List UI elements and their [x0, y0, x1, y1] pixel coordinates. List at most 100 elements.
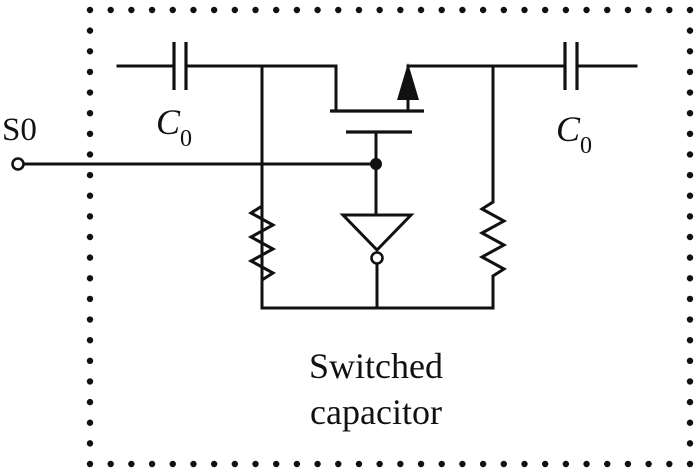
capacitor-right-symbol: C	[556, 109, 581, 149]
border-dot	[438, 460, 445, 468]
border-dot	[459, 460, 466, 468]
border-dot	[459, 6, 466, 14]
border-dot	[314, 6, 321, 14]
border-dot	[686, 109, 694, 117]
border-dot	[293, 6, 301, 14]
border-dot	[686, 171, 694, 179]
border-dot	[231, 460, 239, 468]
border-dot	[604, 460, 611, 468]
capacitor-left-subscript: 0	[180, 126, 192, 152]
border-dot	[86, 440, 94, 447]
border-dot	[417, 460, 425, 468]
border-dot	[128, 460, 135, 468]
dotted-boundary-box	[86, 6, 694, 468]
border-dot	[686, 254, 694, 261]
border-dot	[521, 460, 528, 468]
border-dot	[686, 27, 694, 34]
border-dot	[86, 336, 94, 344]
border-dot	[583, 6, 590, 14]
border-dot	[666, 460, 673, 468]
border-dot	[397, 460, 404, 468]
input-terminal	[11, 157, 378, 171]
border-dot	[86, 130, 94, 138]
border-dot	[686, 316, 694, 323]
border-dot	[86, 89, 94, 96]
border-dot	[686, 295, 694, 303]
border-dot	[438, 6, 445, 14]
border-dot	[252, 460, 259, 468]
capacitor-right-subscript: 0	[580, 133, 592, 159]
border-dot	[86, 109, 94, 117]
border-dot	[645, 6, 652, 14]
border-dot	[86, 254, 94, 261]
block-title-line-2: capacitor	[310, 392, 442, 432]
border-dot	[86, 419, 94, 426]
border-dot	[335, 460, 342, 468]
border-dot	[624, 6, 632, 14]
border-dot	[686, 398, 694, 406]
border-dot	[86, 192, 94, 199]
border-dot	[86, 6, 94, 14]
border-dot	[479, 460, 487, 468]
border-dot	[86, 171, 94, 179]
border-dot	[521, 6, 528, 14]
border-dot	[479, 6, 487, 14]
border-dot	[355, 460, 363, 468]
border-dot	[190, 460, 197, 468]
border-dot	[686, 151, 694, 158]
border-dot	[86, 357, 94, 365]
border-dot	[686, 48, 694, 55]
border-dot	[686, 378, 694, 385]
border-dot	[335, 6, 342, 14]
border-dot	[107, 6, 114, 14]
border-dot	[583, 460, 590, 468]
border-dot	[686, 213, 694, 220]
border-dot	[107, 460, 114, 468]
border-dot	[686, 460, 694, 468]
border-dot	[541, 460, 549, 468]
border-dot	[273, 6, 280, 14]
border-dot	[686, 275, 694, 282]
border-dot	[86, 27, 94, 34]
border-dot	[169, 460, 176, 468]
capacitor-left	[116, 42, 264, 90]
border-dot	[86, 460, 94, 468]
border-dot	[86, 68, 94, 76]
input-terminal-label: S0	[2, 112, 37, 148]
border-dot	[500, 6, 507, 14]
border-dot	[148, 6, 156, 14]
border-dot	[624, 460, 632, 468]
border-dot	[169, 6, 176, 14]
border-dot	[86, 48, 94, 55]
border-dot	[273, 460, 280, 468]
border-dot	[686, 6, 694, 14]
border-dot	[417, 6, 425, 14]
border-dot	[666, 6, 673, 14]
inverter-bubble	[370, 251, 384, 265]
border-dot	[190, 6, 197, 14]
capacitor-right-label: C0	[556, 109, 592, 159]
border-dot	[355, 6, 363, 14]
border-dot	[686, 336, 694, 344]
border-dot	[210, 6, 218, 14]
border-dot	[86, 151, 94, 158]
border-dot	[86, 233, 94, 241]
border-dot	[686, 130, 694, 138]
resistor-left	[247, 198, 277, 288]
border-dot	[86, 398, 94, 406]
border-dot	[562, 6, 570, 14]
border-dot	[397, 6, 404, 14]
inverter	[339, 162, 415, 310]
border-dot	[686, 192, 694, 199]
border-dot	[86, 295, 94, 303]
border-dot	[500, 460, 507, 468]
border-dot	[604, 6, 611, 14]
border-dot	[231, 6, 239, 14]
border-dot	[686, 357, 694, 365]
border-dot	[252, 6, 259, 14]
border-dot	[376, 6, 383, 14]
border-dot	[86, 275, 94, 282]
border-dot	[645, 460, 652, 468]
border-dot	[686, 419, 694, 426]
border-dot	[148, 460, 156, 468]
